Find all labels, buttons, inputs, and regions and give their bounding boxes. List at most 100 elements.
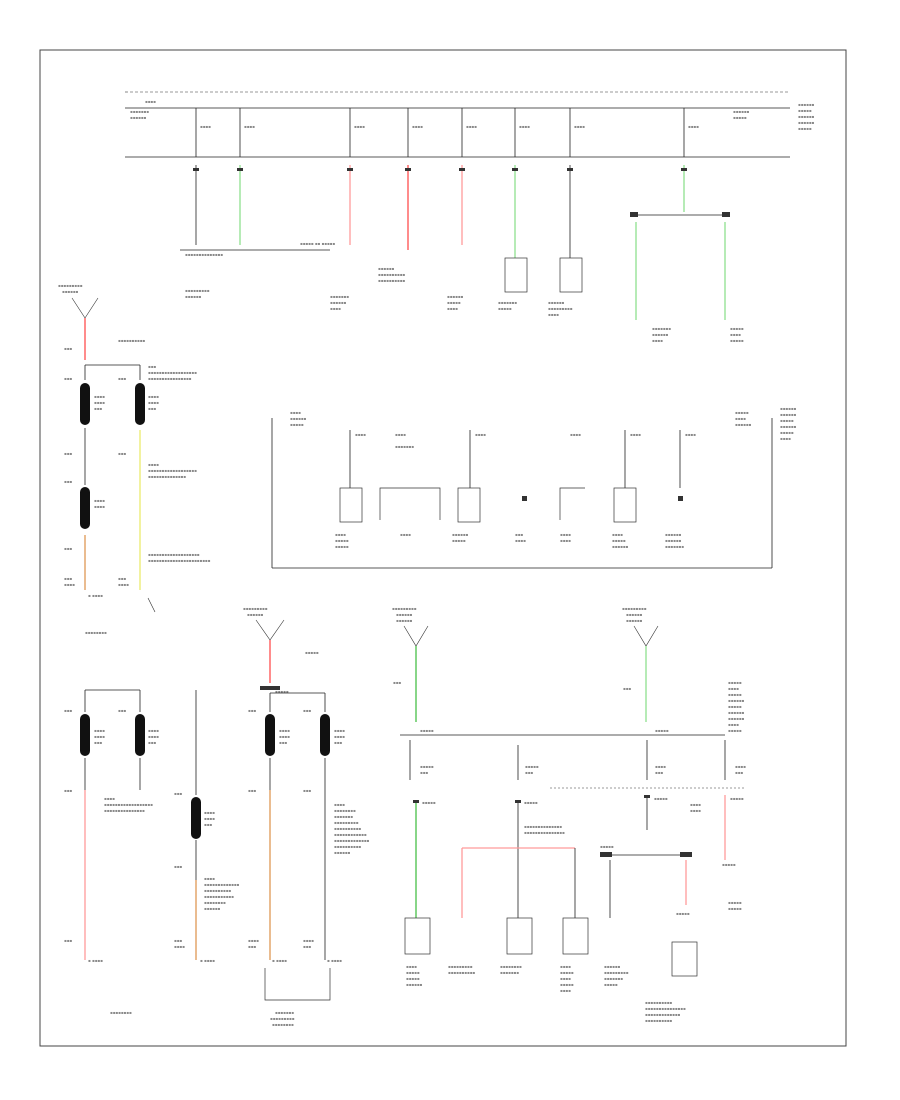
svg-text:▪▪▪▪▪▪▪▪▪▪▪: ▪▪▪▪▪▪▪▪▪▪▪ — [204, 894, 234, 899]
svg-text:▪▪▪▪▪: ▪▪▪▪▪ — [780, 418, 794, 423]
svg-text:▪▪▪▪▪▪: ▪▪▪▪▪▪ — [728, 716, 745, 721]
svg-text:▪▪▪▪▪▪▪▪▪▪▪▪▪▪▪: ▪▪▪▪▪▪▪▪▪▪▪▪▪▪▪ — [104, 808, 145, 813]
svg-text:▪▪▪: ▪▪▪ — [420, 770, 428, 775]
svg-text:▪▪▪▪▪▪: ▪▪▪▪▪▪ — [396, 618, 413, 623]
svg-text:▪▪▪: ▪▪▪ — [94, 406, 102, 411]
svg-text:▪▪▪▪▪▪: ▪▪▪▪▪▪ — [62, 289, 79, 294]
svg-text:▪▪▪▪: ▪▪▪▪ — [630, 432, 641, 437]
svg-text:▪▪▪▪: ▪▪▪▪ — [248, 938, 259, 943]
svg-text:▪▪▪: ▪▪▪ — [148, 364, 156, 369]
svg-text:▪▪▪▪: ▪▪▪▪ — [145, 99, 156, 104]
svg-text:▪▪▪▪▪▪▪▪▪▪: ▪▪▪▪▪▪▪▪▪▪ — [378, 278, 405, 283]
svg-text:▪▪▪▪▪▪▪: ▪▪▪▪▪▪▪ — [652, 326, 671, 331]
svg-text:▪▪▪▪▪▪▪▪▪▪▪▪▪▪▪▪▪▪: ▪▪▪▪▪▪▪▪▪▪▪▪▪▪▪▪▪▪ — [148, 370, 197, 375]
svg-text:▪▪▪: ▪▪▪ — [148, 406, 156, 411]
svg-text:▪▪▪: ▪▪▪ — [118, 451, 126, 456]
svg-text:▪▪▪▪: ▪▪▪▪ — [655, 764, 666, 769]
top-fuse-panel-section: ▪▪▪▪ ▪▪▪▪▪▪▪ ▪▪▪▪▪▪ ▪▪▪▪▪▪ ▪▪▪▪▪ ▪▪▪▪▪▪ … — [125, 91, 815, 343]
svg-text:▪▪▪▪▪▪▪▪▪▪▪▪▪▪▪▪▪▪: ▪▪▪▪▪▪▪▪▪▪▪▪▪▪▪▪▪▪ — [148, 468, 197, 473]
svg-text:▪▪▪▪▪▪▪▪▪▪: ▪▪▪▪▪▪▪▪▪▪ — [334, 844, 361, 849]
svg-text:▪▪▪▪▪▪: ▪▪▪▪▪▪ — [780, 412, 797, 417]
svg-text:▪▪▪▪▪ ▪▪ ▪▪▪▪▪: ▪▪▪▪▪ ▪▪ ▪▪▪▪▪ — [300, 241, 335, 246]
svg-text:▪▪▪: ▪▪▪ — [64, 451, 72, 456]
svg-text:▪▪▪▪: ▪▪▪▪ — [334, 728, 345, 733]
svg-text:▪▪▪: ▪▪▪ — [248, 708, 256, 713]
svg-text:▪▪▪▪▪: ▪▪▪▪▪ — [655, 728, 669, 733]
svg-text:▪▪▪▪▪▪: ▪▪▪▪▪▪ — [728, 710, 745, 715]
svg-text:▪▪▪▪: ▪▪▪▪ — [395, 432, 406, 437]
svg-text:▪▪▪▪▪▪: ▪▪▪▪▪▪ — [290, 416, 307, 421]
svg-text:▪▪▪▪▪▪▪▪▪▪: ▪▪▪▪▪▪▪▪▪▪ — [645, 1018, 672, 1023]
svg-text:▪▪▪▪: ▪▪▪▪ — [652, 338, 663, 343]
svg-text:▪▪▪▪▪▪▪▪: ▪▪▪▪▪▪▪▪ — [204, 900, 226, 905]
svg-text:▪▪▪▪: ▪▪▪▪ — [279, 734, 290, 739]
svg-text:▪▪▪▪: ▪▪▪▪ — [290, 410, 301, 415]
svg-text:▪▪▪▪: ▪▪▪▪ — [335, 532, 346, 537]
middle-fuse-taps: ▪▪▪▪ ▪▪▪▪ ▪▪▪▪ ▪▪▪▪ ▪▪▪▪ ▪▪▪▪ ▪▪▪▪▪▪▪ — [349, 430, 696, 488]
svg-text:▪▪▪▪▪▪: ▪▪▪▪▪▪ — [396, 612, 413, 617]
svg-text:▪ ▪▪▪▪: ▪ ▪▪▪▪ — [272, 958, 287, 963]
svg-text:▪▪▪▪: ▪▪▪▪ — [548, 312, 559, 317]
svg-text:▪▪▪▪▪▪▪: ▪▪▪▪▪▪▪ — [275, 1010, 294, 1015]
svg-text:▪▪▪: ▪▪▪ — [118, 708, 126, 713]
svg-text:▪▪▪▪▪▪: ▪▪▪▪▪▪ — [665, 532, 682, 537]
svg-text:▪ ▪▪▪▪: ▪ ▪▪▪▪ — [200, 958, 215, 963]
svg-text:▪▪▪▪: ▪▪▪▪ — [735, 416, 746, 421]
svg-text:▪▪▪▪▪: ▪▪▪▪▪ — [420, 728, 434, 733]
fusible-link — [135, 714, 145, 756]
svg-text:▪▪▪▪▪▪▪▪▪: ▪▪▪▪▪▪▪▪▪ — [270, 1016, 295, 1021]
svg-text:▪▪▪▪▪▪: ▪▪▪▪▪▪ — [798, 120, 815, 125]
svg-text:▪▪▪▪▪▪▪▪▪▪: ▪▪▪▪▪▪▪▪▪▪ — [448, 970, 475, 975]
svg-text:▪▪▪▪▪▪: ▪▪▪▪▪▪ — [728, 698, 745, 703]
svg-text:▪▪▪▪▪: ▪▪▪▪▪ — [733, 115, 747, 120]
svg-text:▪▪▪▪▪▪▪▪▪: ▪▪▪▪▪▪▪▪▪ — [58, 283, 83, 288]
svg-text:▪▪▪▪▪▪▪▪▪▪▪▪▪▪: ▪▪▪▪▪▪▪▪▪▪▪▪▪▪ — [148, 474, 186, 479]
svg-text:▪▪▪: ▪▪▪ — [248, 788, 256, 793]
svg-text:▪▪▪▪: ▪▪▪▪ — [64, 582, 75, 587]
svg-text:▪▪▪▪▪▪▪▪▪: ▪▪▪▪▪▪▪▪▪ — [448, 964, 473, 969]
top-component-boxes — [504, 257, 583, 293]
svg-text:▪▪▪▪: ▪▪▪▪ — [406, 964, 417, 969]
svg-text:▪▪▪▪: ▪▪▪▪ — [244, 124, 255, 129]
svg-text:▪▪▪▪▪: ▪▪▪▪▪ — [728, 728, 742, 733]
svg-text:▪▪▪▪: ▪▪▪▪ — [475, 432, 486, 437]
svg-text:▪ ▪▪▪▪: ▪ ▪▪▪▪ — [88, 593, 103, 598]
svg-text:▪▪▪▪▪▪▪▪▪▪▪▪▪▪: ▪▪▪▪▪▪▪▪▪▪▪▪▪▪ — [524, 824, 562, 829]
svg-text:▪▪▪▪: ▪▪▪▪ — [104, 796, 115, 801]
svg-text:▪▪▪▪▪: ▪▪▪▪▪ — [780, 430, 794, 435]
svg-text:▪▪▪▪▪: ▪▪▪▪▪ — [305, 650, 319, 655]
svg-text:▪▪▪: ▪▪▪ — [94, 740, 102, 745]
svg-text:▪▪▪: ▪▪▪ — [303, 788, 311, 793]
svg-text:▪▪▪: ▪▪▪ — [64, 479, 72, 484]
svg-text:▪▪▪: ▪▪▪ — [64, 708, 72, 713]
svg-text:▪▪▪▪▪▪: ▪▪▪▪▪▪ — [378, 266, 395, 271]
svg-text:▪▪▪▪: ▪▪▪▪ — [94, 394, 105, 399]
svg-text:▪▪▪▪▪▪▪▪▪: ▪▪▪▪▪▪▪▪▪ — [334, 820, 359, 825]
svg-text:▪▪▪▪▪: ▪▪▪▪▪ — [335, 538, 349, 543]
middle-fuse-panel-section: ▪▪▪▪ ▪▪▪▪▪▪ ▪▪▪▪▪ ▪▪▪▪▪ ▪▪▪▪ ▪▪▪▪▪▪ ▪▪▪▪… — [271, 406, 797, 569]
svg-text:▪▪▪▪▪: ▪▪▪▪▪ — [735, 410, 749, 415]
svg-text:▪▪▪▪▪▪: ▪▪▪▪▪▪ — [604, 964, 621, 969]
svg-text:▪▪▪▪: ▪▪▪▪ — [204, 876, 215, 881]
svg-text:▪▪▪▪: ▪▪▪▪ — [334, 734, 345, 739]
svg-text:▪▪▪: ▪▪▪ — [334, 740, 342, 745]
svg-text:▪▪▪▪: ▪▪▪▪ — [94, 734, 105, 739]
svg-text:▪▪▪▪: ▪▪▪▪ — [118, 582, 129, 587]
svg-text:▪▪▪▪▪: ▪▪▪▪▪ — [275, 689, 289, 694]
svg-text:▪▪▪▪▪▪▪▪▪▪▪▪▪: ▪▪▪▪▪▪▪▪▪▪▪▪▪ — [334, 838, 370, 843]
diagram-border — [39, 49, 847, 1047]
svg-text:▪▪▪▪▪▪: ▪▪▪▪▪▪ — [330, 300, 347, 305]
svg-text:▪▪▪▪: ▪▪▪▪ — [519, 124, 530, 129]
svg-text:▪▪▪▪: ▪▪▪▪ — [94, 728, 105, 733]
svg-text:▪▪▪▪▪▪▪▪▪▪: ▪▪▪▪▪▪▪▪▪▪ — [645, 1000, 672, 1005]
svg-text:▪▪▪: ▪▪▪ — [623, 686, 631, 691]
svg-text:▪ ▪▪▪▪: ▪ ▪▪▪▪ — [88, 958, 103, 963]
svg-text:▪▪▪▪: ▪▪▪▪ — [447, 306, 458, 311]
svg-text:▪▪▪▪▪▪: ▪▪▪▪▪▪ — [334, 850, 351, 855]
middle-component-boxes — [339, 487, 683, 523]
svg-text:▪▪▪▪: ▪▪▪▪ — [204, 810, 215, 815]
svg-text:▪▪▪▪▪▪▪▪: ▪▪▪▪▪▪▪▪ — [500, 964, 522, 969]
svg-text:▪▪▪▪▪▪: ▪▪▪▪▪▪ — [626, 612, 643, 617]
svg-text:▪▪▪: ▪▪▪ — [148, 740, 156, 745]
svg-text:▪▪▪: ▪▪▪ — [248, 944, 256, 949]
